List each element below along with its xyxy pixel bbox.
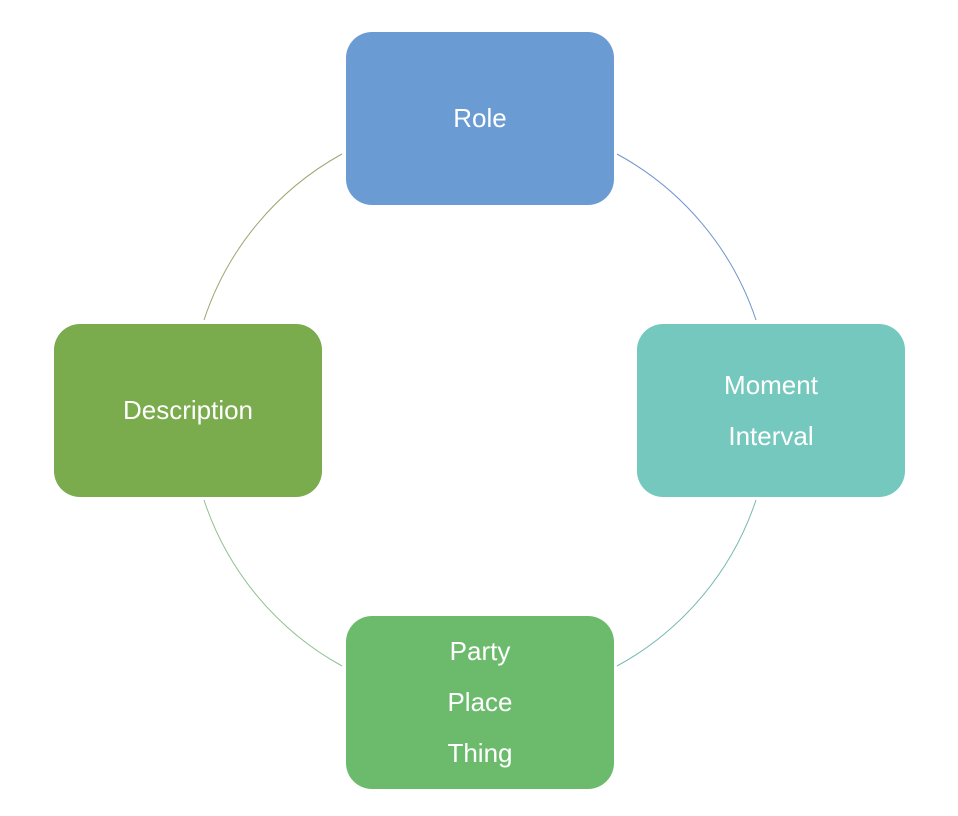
connector-description-to-role xyxy=(203,153,343,321)
party-place-thing-label-line-2: Place xyxy=(447,687,513,717)
moment-interval-label-line-1: Moment xyxy=(724,369,818,400)
description-node: Description xyxy=(54,324,322,497)
description-label-line: Description xyxy=(122,395,254,425)
party-place-thing-label-line-1: Party xyxy=(449,636,511,666)
connector-role-to-moment-interval xyxy=(616,153,757,321)
moment-interval-label: Moment Interval xyxy=(724,360,818,462)
description-label: Description xyxy=(123,385,253,436)
moment-interval-node: Moment Interval xyxy=(637,324,905,497)
connector-moment-interval-to-party-place-thing xyxy=(616,499,757,667)
role-node: Role xyxy=(346,32,614,205)
party-place-thing-label: Party Place Thing xyxy=(447,626,512,779)
connector-party-place-thing-to-description xyxy=(203,499,343,667)
party-place-thing-node: Party Place Thing xyxy=(346,616,614,789)
party-place-thing-label-line-3: Thing xyxy=(447,738,513,768)
role-label-line: Role xyxy=(453,103,507,133)
moment-interval-label-line-2: Interval xyxy=(728,420,814,451)
role-label: Role xyxy=(453,93,506,144)
